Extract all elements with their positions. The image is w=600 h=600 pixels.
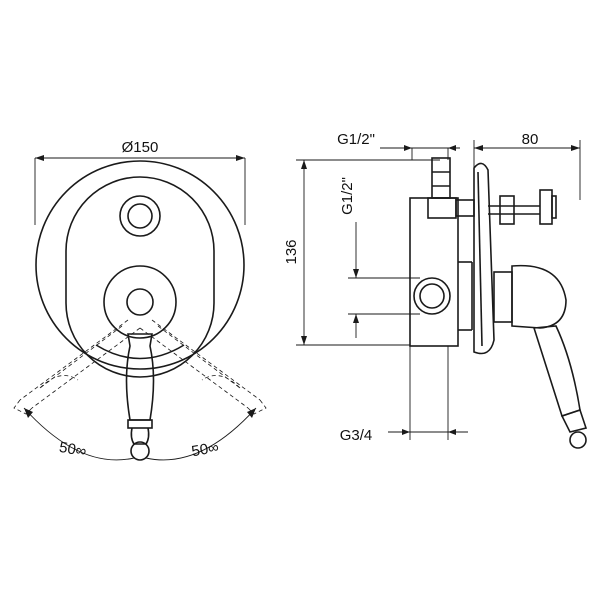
height-label: 136 — [283, 239, 300, 264]
lever-rotation-right — [139, 319, 267, 415]
outlet-label: G3/4 — [340, 427, 373, 444]
outlet-dimension: G3/4 — [340, 346, 468, 444]
inlet-side-dimension: G1/2" — [339, 177, 420, 338]
side-lever — [493, 264, 588, 449]
angle-right-label: 50∞ — [190, 439, 220, 461]
inlet-top-dimension: G1/2" — [337, 131, 460, 160]
height-dimension: 136 — [283, 159, 440, 346]
top-inlet-fitting — [431, 157, 451, 199]
valve-body — [409, 197, 473, 347]
wall-plate-profile — [473, 162, 495, 355]
front-view: Ø150 — [13, 139, 267, 461]
width-label: 80 — [522, 131, 539, 148]
lever-handle — [125, 333, 155, 461]
angle-dimension: 50∞ 50∞ — [23, 407, 257, 461]
diameter-label: Ø150 — [122, 139, 159, 156]
lever-hub — [95, 265, 185, 360]
inlet-side-label: G1/2" — [339, 177, 356, 215]
side-view: 80 G1/2" 136 G1/2" — [283, 131, 588, 449]
side-inlet-port — [413, 277, 451, 315]
width-dimension: 80 — [473, 131, 581, 200]
diverter-knob — [119, 195, 161, 237]
diameter-dimension: Ø150 — [34, 139, 246, 225]
inlet-top-label: G1/2" — [337, 131, 375, 148]
diverter-spindle — [427, 189, 557, 225]
oval-recess — [65, 176, 215, 378]
angle-left-label: 50∞ — [58, 439, 88, 461]
escutcheon-plate — [35, 160, 245, 370]
lever-rotation-left — [13, 319, 141, 415]
